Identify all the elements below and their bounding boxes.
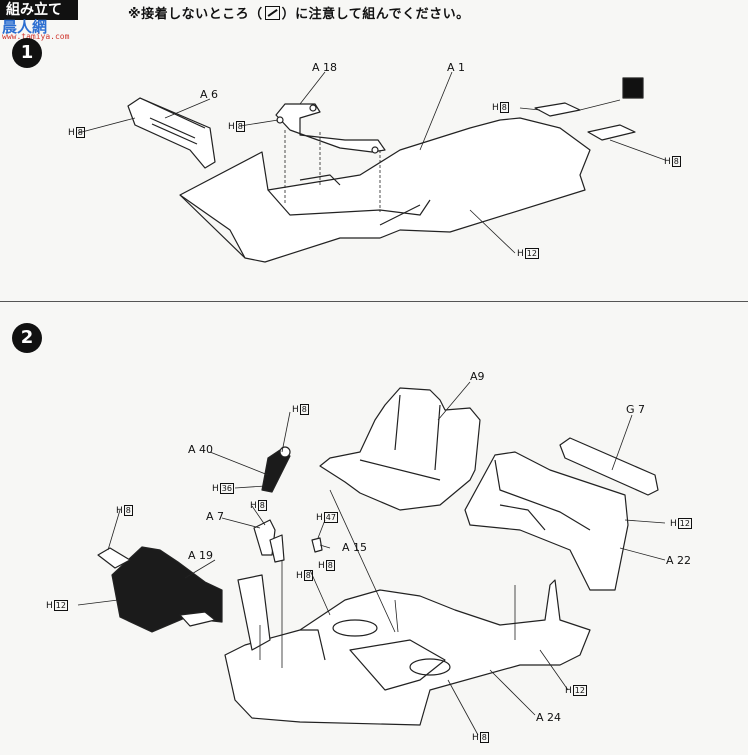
label-a40: A 40: [188, 443, 214, 456]
label-a1: A 1: [447, 61, 466, 74]
instruction-text-post: ）に注意して組んでください。: [281, 7, 470, 22]
no-glue-mark-icon: [622, 77, 644, 99]
watermark-url: www.tamiya.com: [2, 32, 70, 41]
label-a15: A 15: [342, 541, 368, 554]
part-a1-floor: [179, 117, 591, 263]
part-a19-tank: [97, 546, 223, 633]
no-glue-icon: [264, 6, 280, 20]
header: 組み立て ※接着しないところ（ ）に注意して組んでください。: [0, 0, 748, 22]
section-title: 組み立て: [0, 0, 78, 20]
label-g7: G 7: [626, 403, 646, 416]
part-a22-bulkhead: [464, 451, 629, 591]
part-a40-cylinder: [261, 446, 291, 493]
part-a18: [275, 103, 386, 154]
label-a19: A 19: [188, 549, 214, 562]
floor-tab-2: [587, 124, 636, 141]
part-a9-seat: [319, 387, 481, 511]
step-2-number: 2: [12, 323, 42, 353]
label-a6: A 6: [200, 88, 219, 101]
part-a7-pedals: [253, 519, 285, 563]
label-a7: A 7: [206, 510, 225, 523]
floor-tab-1: [534, 102, 581, 117]
label-a9: A9: [470, 370, 485, 383]
label-a18: A 18: [312, 61, 338, 74]
label-a24: A 24: [536, 711, 562, 724]
instruction-text-pre: ※接着しないところ（: [128, 7, 263, 22]
glue-instruction: ※接着しないところ（ ）に注意して組んでください。: [128, 3, 470, 22]
step-divider: [0, 301, 748, 302]
part-a6: [127, 97, 216, 169]
step-1-number: 1: [12, 38, 42, 68]
part-a24-floor-pan: [224, 574, 591, 726]
part-g7-mirror: [559, 437, 659, 496]
watermark-logo: 晨人網: [2, 18, 48, 36]
label-a22: A 22: [666, 554, 692, 567]
part-a15-lever: [311, 537, 323, 553]
